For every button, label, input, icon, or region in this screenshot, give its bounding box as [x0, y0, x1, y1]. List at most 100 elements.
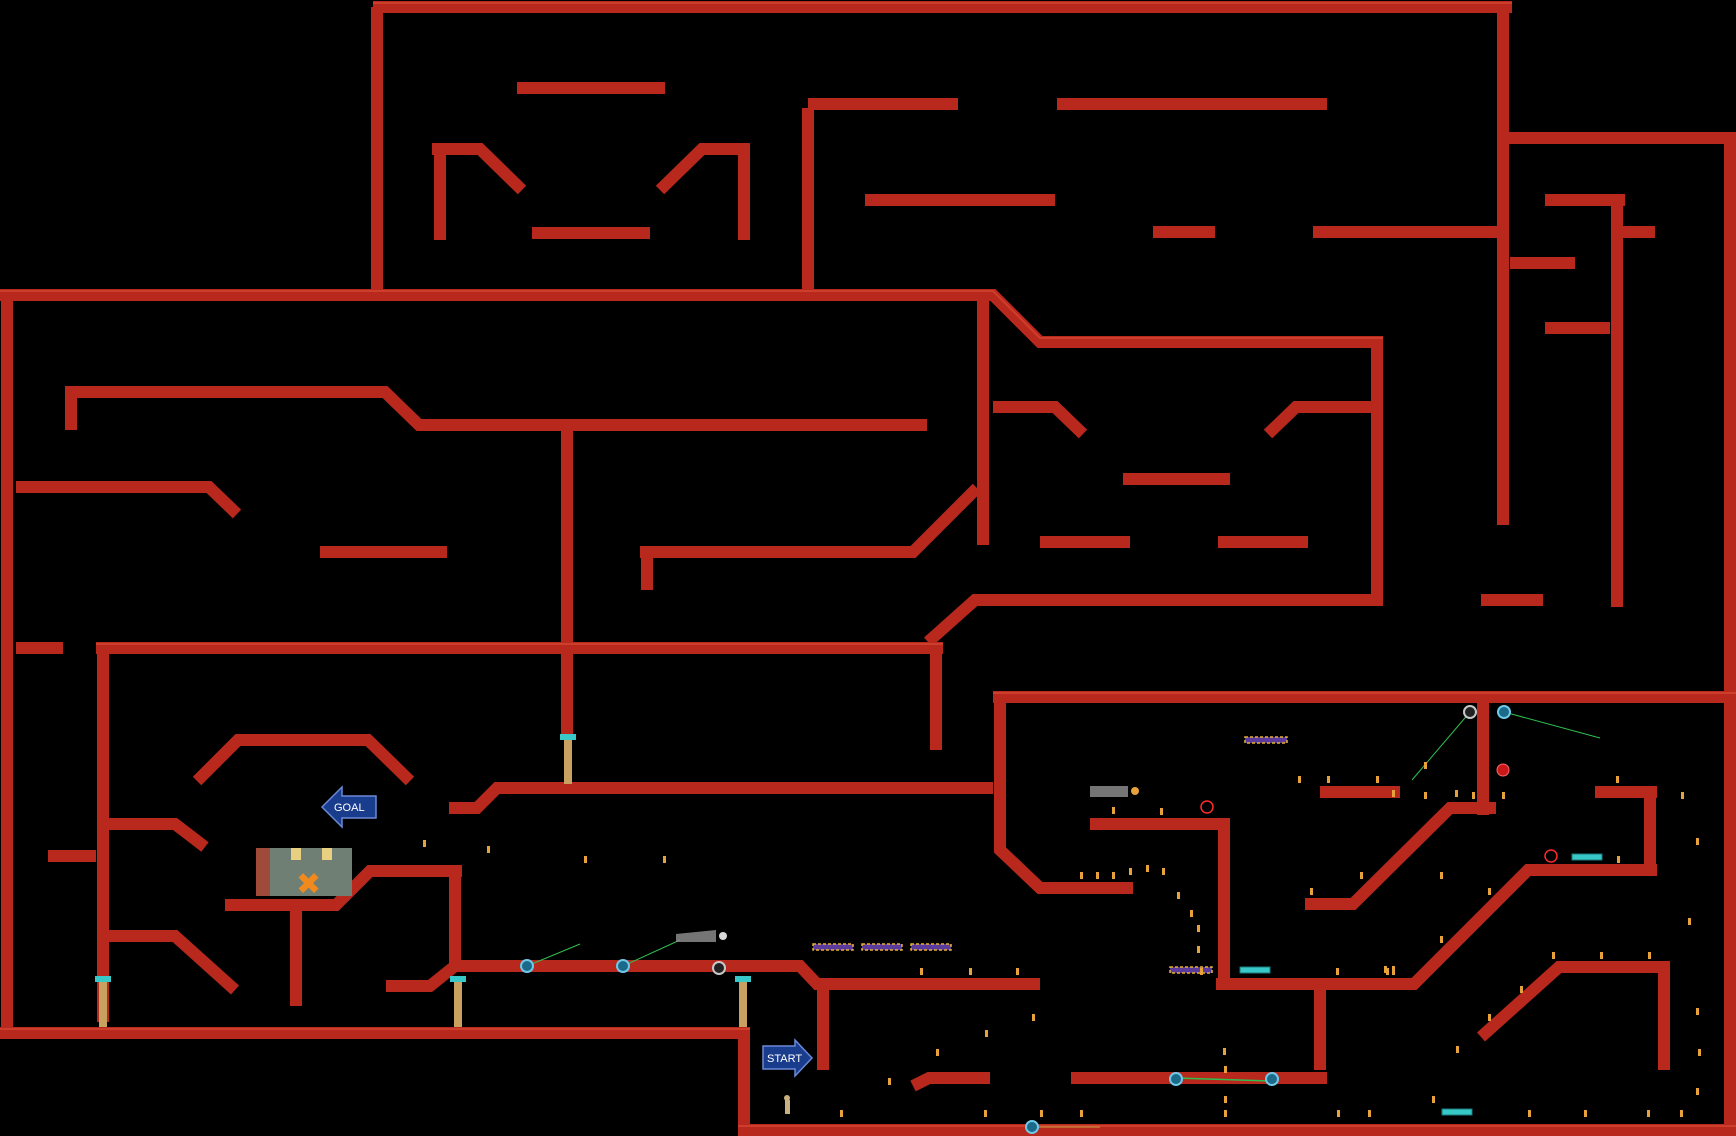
- gold-pickup-icon[interactable]: [969, 968, 972, 975]
- gold-pickup-icon[interactable]: [1698, 1049, 1701, 1056]
- gold-pickup-icon[interactable]: [1310, 888, 1313, 895]
- bounce-pad-icon[interactable]: [1239, 966, 1271, 974]
- turret-icon[interactable]: [1497, 705, 1601, 739]
- alert-icon[interactable]: [1496, 763, 1510, 777]
- gold-pickup-icon[interactable]: [1680, 1110, 1683, 1117]
- alert-icon[interactable]: [1200, 800, 1214, 814]
- mine-icon[interactable]: [712, 961, 726, 975]
- wall-segment: [1216, 864, 1657, 990]
- mine-icon[interactable]: [1411, 705, 1477, 781]
- turret-icon[interactable]: [520, 943, 581, 973]
- gold-pickup-icon[interactable]: [1440, 872, 1443, 879]
- searchlight-drone-icon[interactable]: [676, 930, 727, 942]
- gold-pickup-icon[interactable]: [1223, 1048, 1226, 1055]
- gold-pickup-icon[interactable]: [423, 840, 426, 847]
- turret-icon[interactable]: [616, 939, 681, 973]
- gold-pickup-icon[interactable]: [1200, 968, 1203, 975]
- gold-pickup-icon[interactable]: [1224, 1096, 1227, 1103]
- gold-pickup-icon[interactable]: [985, 1030, 988, 1037]
- gold-pickup-icon[interactable]: [1502, 792, 1505, 799]
- gold-pickup-icon[interactable]: [1224, 1066, 1227, 1073]
- gold-pickup-icon[interactable]: [1190, 910, 1193, 917]
- searchlight-drone-icon[interactable]: [1090, 786, 1139, 797]
- gold-pickup-icon[interactable]: [1360, 872, 1363, 879]
- wall-segment: [109, 930, 240, 995]
- gold-pickup-icon[interactable]: [1681, 792, 1684, 799]
- gold-pickup-icon[interactable]: [1080, 1110, 1083, 1117]
- gold-pickup-icon[interactable]: [1696, 1088, 1699, 1095]
- gold-pickup-icon[interactable]: [920, 968, 923, 975]
- gold-pickup-icon[interactable]: [1440, 936, 1443, 943]
- gold-pickup-icon[interactable]: [1616, 776, 1619, 783]
- bounce-pad-icon[interactable]: [1169, 966, 1213, 974]
- gold-pickup-icon[interactable]: [663, 856, 666, 863]
- bounce-pad-icon[interactable]: [861, 943, 903, 951]
- wall-segment: [192, 734, 415, 786]
- gold-pickup-icon[interactable]: [1112, 872, 1115, 879]
- gold-pickup-icon[interactable]: [1337, 1110, 1340, 1117]
- gold-pickup-icon[interactable]: [1392, 790, 1395, 797]
- gold-pickup-icon[interactable]: [1129, 868, 1132, 875]
- gold-pickup-icon[interactable]: [1298, 776, 1301, 783]
- gold-pickup-icon[interactable]: [1528, 1110, 1531, 1117]
- spring-icon[interactable]: [95, 976, 111, 1027]
- gold-pickup-icon[interactable]: [1327, 776, 1330, 783]
- bounce-pad-icon[interactable]: [910, 943, 952, 951]
- gold-pickup-icon[interactable]: [1488, 888, 1491, 895]
- gold-pickup-icon[interactable]: [1552, 952, 1555, 959]
- gold-pickup-icon[interactable]: [1648, 952, 1651, 959]
- gold-pickup-icon[interactable]: [1224, 1110, 1227, 1117]
- gold-pickup-icon[interactable]: [584, 856, 587, 863]
- alert-icon[interactable]: [1544, 849, 1558, 863]
- gold-pickup-icon[interactable]: [888, 1078, 891, 1085]
- gold-pickup-icon[interactable]: [1688, 918, 1691, 925]
- gold-pickup-icon[interactable]: [936, 1049, 939, 1056]
- gold-pickup-icon[interactable]: [984, 1110, 987, 1117]
- gold-pickup-icon[interactable]: [840, 1110, 843, 1117]
- gold-pickup-icon[interactable]: [1336, 968, 1339, 975]
- gold-pickup-icon[interactable]: [1016, 968, 1019, 975]
- gold-pickup-icon[interactable]: [1112, 807, 1115, 814]
- gold-pickup-icon[interactable]: [1432, 1096, 1435, 1103]
- ninja-player-icon[interactable]: [784, 1095, 790, 1114]
- gold-pickup-icon[interactable]: [1146, 865, 1149, 872]
- gold-pickup-icon[interactable]: [1376, 776, 1379, 783]
- gold-pickup-icon[interactable]: [1096, 872, 1099, 879]
- wall-segment: [1263, 401, 1375, 439]
- turret-icon[interactable]: [1025, 1120, 1100, 1134]
- gold-pickup-icon[interactable]: [1696, 838, 1699, 845]
- gold-pickup-icon[interactable]: [1472, 792, 1475, 799]
- bounce-pad-icon[interactable]: [812, 943, 854, 951]
- gold-pickup-icon[interactable]: [1584, 1110, 1587, 1117]
- gold-pickup-icon[interactable]: [1424, 792, 1427, 799]
- bounce-pad-icon[interactable]: [1441, 1108, 1473, 1116]
- spring-icon[interactable]: [560, 734, 576, 784]
- bounce-pad-icon[interactable]: [1571, 853, 1603, 861]
- gold-pickup-icon[interactable]: [1488, 1014, 1491, 1021]
- gold-pickup-icon[interactable]: [1600, 952, 1603, 959]
- gold-pickup-icon[interactable]: [1520, 986, 1523, 993]
- gold-pickup-icon[interactable]: [1197, 946, 1200, 953]
- gold-pickup-icon[interactable]: [1177, 892, 1180, 899]
- gold-pickup-icon[interactable]: [1456, 1046, 1459, 1053]
- gold-pickup-icon[interactable]: [1617, 856, 1620, 863]
- spring-icon[interactable]: [450, 976, 466, 1027]
- gold-pickup-icon[interactable]: [1384, 966, 1387, 973]
- turret-icon[interactable]: [1169, 1072, 1279, 1086]
- gold-pickup-icon[interactable]: [1386, 968, 1389, 975]
- gold-pickup-icon[interactable]: [1197, 925, 1200, 932]
- gold-pickup-icon[interactable]: [1696, 1008, 1699, 1015]
- gold-pickup-icon[interactable]: [1032, 1014, 1035, 1021]
- gold-pickup-icon[interactable]: [1647, 1110, 1650, 1117]
- gold-pickup-icon[interactable]: [1040, 1110, 1043, 1117]
- gold-pickup-icon[interactable]: [1424, 762, 1427, 769]
- gold-pickup-icon[interactable]: [1455, 790, 1458, 797]
- gold-pickup-icon[interactable]: [1162, 868, 1165, 875]
- gold-pickup-icon[interactable]: [1368, 1110, 1371, 1117]
- gold-pickup-icon[interactable]: [1080, 872, 1083, 879]
- spring-icon[interactable]: [735, 976, 751, 1027]
- gold-pickup-icon[interactable]: [1160, 808, 1163, 815]
- bounce-pad-icon[interactable]: [1244, 736, 1288, 744]
- gold-pickup-icon[interactable]: [487, 846, 490, 853]
- gold-pickup-icon[interactable]: [1392, 966, 1395, 973]
